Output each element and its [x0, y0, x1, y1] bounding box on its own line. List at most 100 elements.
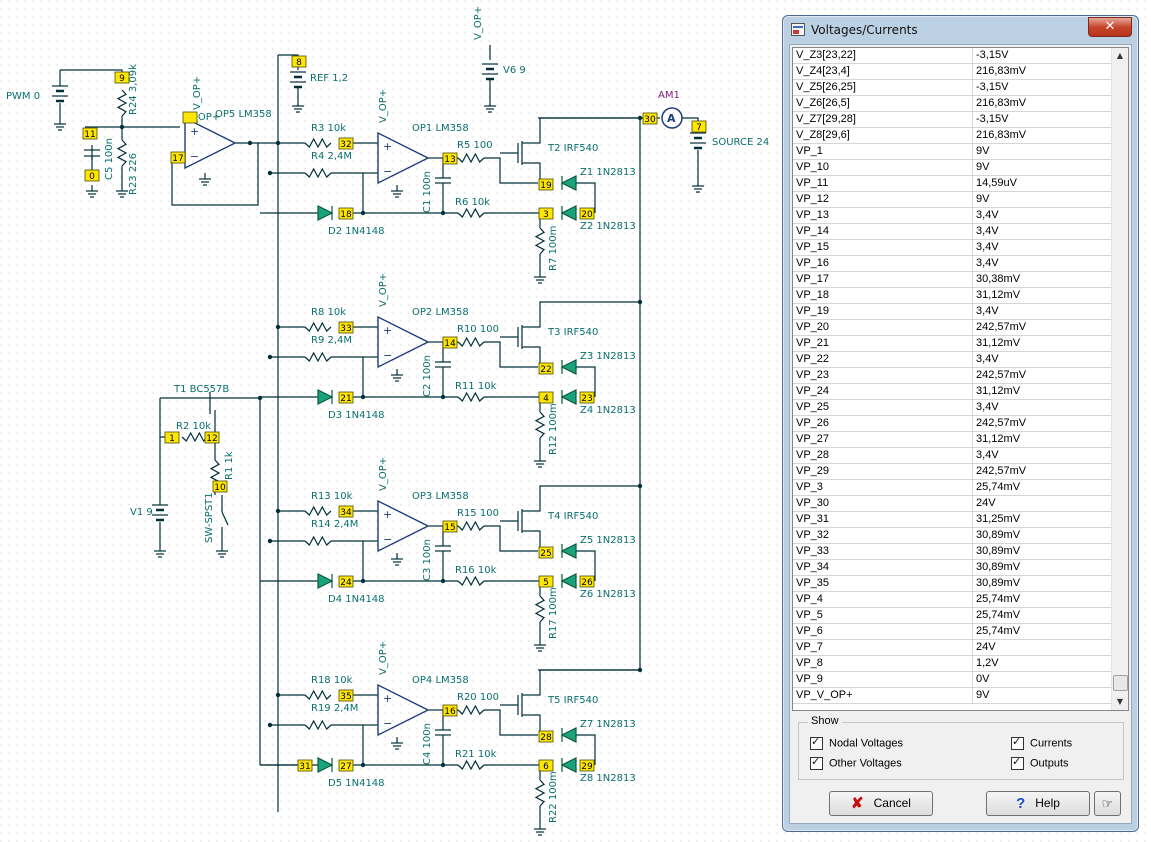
pin-button[interactable]: ☞ [1094, 791, 1121, 816]
diode-symbol [317, 573, 334, 589]
vertical-scrollbar[interactable]: ▲ ▼ [1111, 48, 1128, 710]
node-number: 11 [84, 130, 95, 140]
component-label: R18 10k [311, 675, 353, 686]
value-row[interactable]: V_Z3[23,22]-3,15V [793, 48, 1115, 64]
node-number: 9 [119, 74, 125, 84]
component-label: R7 100m [548, 226, 559, 271]
row-name: VP_18 [793, 287, 973, 304]
node-number: 25 [540, 549, 551, 559]
component-label: V_OP+ [186, 112, 220, 123]
diode-symbol [317, 205, 334, 221]
node-number: 14 [444, 339, 456, 349]
nodal-voltages-label: Nodal Voltages [829, 737, 903, 750]
component-label: R3 10k [311, 123, 346, 134]
row-name: VP_13 [793, 207, 973, 224]
row-value: 31,12mV [972, 287, 1115, 304]
component-label: R13 10k [311, 491, 353, 502]
resistor [457, 152, 485, 164]
junction-dot [275, 692, 281, 698]
scroll-down-arrow-icon[interactable]: ▼ [1116, 697, 1124, 706]
currents-checkbox[interactable]: Currents [1011, 735, 1072, 750]
nodal-voltages-checkbox[interactable]: Nodal Voltages [810, 735, 903, 750]
node-marker: 29 [579, 759, 595, 772]
node-box [212, 480, 228, 493]
component-label: OP2 LM358 [412, 307, 469, 318]
value-row[interactable]: V_Z8[29,6]216,83mV [793, 127, 1115, 144]
diode-symbol [560, 175, 577, 191]
row-value: 30,38mV [972, 271, 1115, 288]
junction-dot [267, 354, 273, 360]
close-button[interactable]: ✕ [1088, 17, 1132, 37]
node-box [338, 207, 354, 220]
scroll-up-arrow-icon[interactable]: ▲ [1116, 51, 1124, 60]
checkbox-checked-icon [810, 755, 823, 770]
cancel-button[interactable]: ✘Cancel [829, 791, 933, 816]
row-name: VP_V_OP+ [793, 687, 973, 704]
row-name: VP_29 [793, 463, 973, 480]
node-number: 16 [444, 707, 456, 717]
node-number: 33 [340, 324, 351, 334]
component-label: R10 100 [457, 324, 499, 335]
value-row[interactable]: V_Z4[23,4]216,83mV [793, 63, 1115, 80]
help-label: Help [1035, 796, 1060, 810]
other-voltages-checkbox[interactable]: Other Voltages [810, 755, 902, 770]
junction-dot [275, 508, 281, 514]
row-value: 3,4V [972, 207, 1115, 224]
component-label: T4 IRF540 [547, 511, 598, 522]
wire [534, 301, 640, 328]
node-box [338, 575, 354, 588]
node-box [538, 546, 554, 559]
resistor [181, 431, 209, 443]
help-button[interactable]: ?Help [986, 791, 1090, 816]
row-value: 242,57mV [972, 463, 1115, 480]
dialog-titlebar[interactable]: Voltages/Currents ✕ [783, 16, 1138, 44]
value-row[interactable]: VP_V_OP+9V [793, 687, 1115, 704]
resistor [457, 336, 485, 348]
outputs-checkbox[interactable]: Outputs [1011, 755, 1069, 770]
node-marker: 18 [338, 207, 354, 220]
value-row[interactable]: V_Z7[29,28]-3,15V [793, 111, 1115, 128]
node-box [579, 575, 595, 588]
value-row[interactable]: V_Z5[26,25]-3,15V [793, 79, 1115, 96]
scroll-thumb[interactable] [1113, 675, 1128, 691]
node-box [338, 321, 354, 334]
value-row[interactable]: V_Z6[26,5]216,83mV [793, 95, 1115, 112]
component-label: R24 3,09k [128, 64, 139, 115]
